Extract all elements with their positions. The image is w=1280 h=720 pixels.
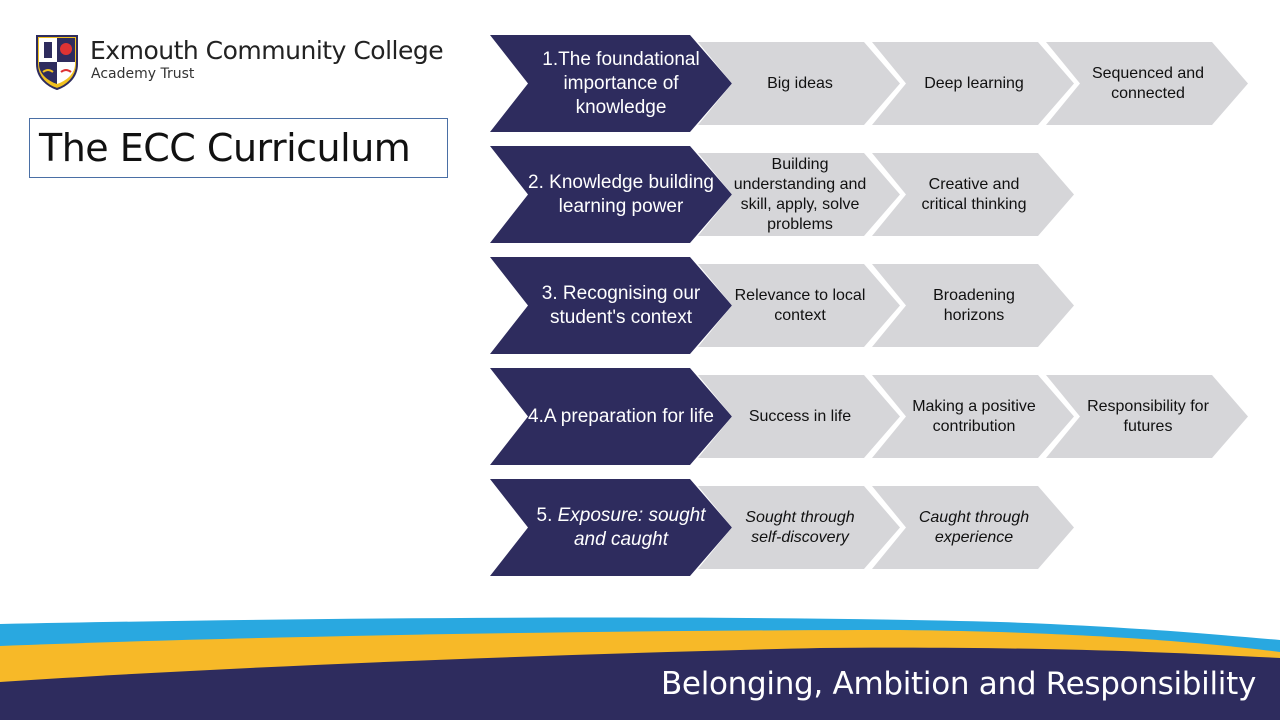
row-5-item-1: Sought through self-discovery xyxy=(698,486,900,569)
row-3-item-1-label: Relevance to local context xyxy=(734,286,866,324)
row-3-item-2-label: Broadening horizons xyxy=(933,286,1015,324)
footer-wave-banner xyxy=(0,617,1280,720)
row-4-item-3: Responsibility for futures xyxy=(1046,375,1248,458)
trust-name: Academy Trust xyxy=(91,66,195,82)
curriculum-row-2: 2. Knowledge building learning power Bui… xyxy=(490,146,1260,243)
footer-navy-wave xyxy=(0,647,1280,720)
college-name: Exmouth Community College xyxy=(90,36,444,65)
footer-tagline: Belonging, Ambition and Responsibility xyxy=(660,666,1256,702)
row-3-main-chevron: 3. Recognising our student's context xyxy=(490,257,732,354)
row-1-item-2-label: Deep learning xyxy=(924,74,1024,92)
row-1-main-label: 1.The foundational importance of knowled… xyxy=(542,48,700,118)
curriculum-row-4: 4.A preparation for life Success in life… xyxy=(490,368,1260,465)
row-4-main-chevron: 4.A preparation for life xyxy=(490,368,732,465)
row-3-item-2: Broadening horizons xyxy=(872,264,1074,347)
row-5-main-rest: Exposure: sought and caught xyxy=(557,504,706,550)
row-1-item-3-label: Sequenced and connected xyxy=(1091,64,1205,102)
row-3-main-label: 3. Recognising our student's context xyxy=(541,282,701,328)
row-4-item-2: Making a positive contribution xyxy=(872,375,1074,458)
row-4-item-3-label: Responsibility for futures xyxy=(1087,397,1209,435)
row-2-main-chevron: 2. Knowledge building learning power xyxy=(490,146,732,243)
row-5-item-2: Caught through experience xyxy=(872,486,1074,569)
row-4-main-label: 4.A preparation for life xyxy=(528,405,714,427)
row-4-item-2-label: Making a positive contribution xyxy=(912,397,1036,435)
row-1-main-chevron: 1.The foundational importance of knowled… xyxy=(490,35,732,132)
row-5-item-1-label: Sought through self-discovery xyxy=(745,508,855,546)
row-4-item-1-label: Success in life xyxy=(748,407,852,425)
curriculum-row-3: 3. Recognising our student's context Rel… xyxy=(490,257,1260,354)
row-2-item-2-label: Creative and critical thinking xyxy=(921,175,1027,213)
row-1-item-1-label: Big ideas xyxy=(767,74,833,92)
row-5-main-chevron: 5. Exposure: sought and caught xyxy=(490,479,732,576)
row-2-main-label: 2. Knowledge building learning power xyxy=(528,171,714,217)
row-1-item-3: Sequenced and connected xyxy=(1046,42,1248,125)
row-5-main-prefix: 5. xyxy=(536,504,558,526)
curriculum-row-1: 1.The foundational importance of knowled… xyxy=(490,35,1260,132)
curriculum-row-5: 5. Exposure: sought and caught Sought th… xyxy=(490,479,1260,576)
row-5-item-2-label: Caught through experience xyxy=(918,508,1030,546)
row-2-item-1-label: Building understanding and skill, apply,… xyxy=(733,155,867,233)
school-crest-icon xyxy=(36,35,78,90)
row-1-item-2: Deep learning xyxy=(872,42,1074,125)
slide-title: The ECC Curriculum xyxy=(39,126,411,170)
slide-title-box: The ECC Curriculum xyxy=(29,118,448,178)
row-5-main-label: 5. Exposure: sought and caught xyxy=(520,504,722,552)
row-2-item-2: Creative and critical thinking xyxy=(872,153,1074,236)
